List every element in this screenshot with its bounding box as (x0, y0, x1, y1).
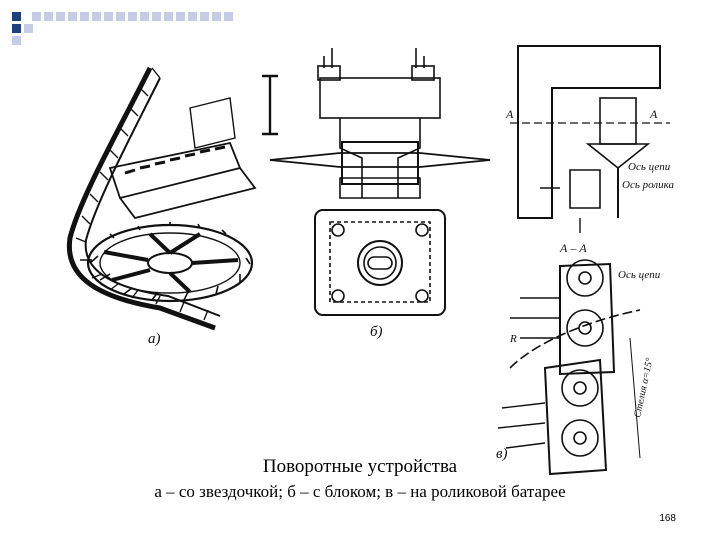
corner-square (152, 12, 161, 21)
slide-title: Поворотные устройства (262, 456, 458, 477)
arrow-label-right: А (649, 107, 658, 121)
page-number: 168 (659, 513, 676, 524)
label-b: б) (370, 324, 383, 340)
corner-square (188, 12, 197, 21)
corner-square (32, 12, 41, 21)
corner-square (224, 12, 233, 21)
radius-label: R (509, 333, 517, 345)
corner-square (128, 12, 137, 21)
drawing-a-sprocket (66, 66, 257, 331)
corner-square (212, 12, 221, 21)
corner-square (104, 12, 113, 21)
label-a: а) (148, 331, 161, 347)
axis-chain-label: Ось цепи (628, 161, 671, 173)
corner-square (12, 12, 21, 21)
section-label: А – А (559, 241, 587, 255)
drawing-b-block (262, 48, 491, 316)
label-v: в) (496, 446, 508, 462)
corner-square (80, 12, 89, 21)
chord-label: Cтелия α=15° (632, 357, 655, 419)
technical-drawing: а) б) в) А – А А А Ось цепи Ось ролика О… (66, 45, 674, 476)
slide-subtitle: а – со звездочкой; б – с блоком; в – на … (154, 482, 566, 501)
corner-square (116, 12, 125, 21)
axis-chain-label-2: Ось цепи (618, 269, 661, 281)
corner-square (92, 12, 101, 21)
corner-square (56, 12, 65, 21)
arrow-label-left: А (505, 107, 514, 121)
corner-square (164, 12, 173, 21)
axis-roller-label: Ось ролика (622, 179, 674, 191)
corner-square (200, 12, 209, 21)
decorative-corner-squares (0, 0, 240, 45)
corner-square (68, 12, 77, 21)
corner-square (44, 12, 53, 21)
corner-square (12, 24, 21, 33)
drawing-v-roller-battery (497, 45, 670, 476)
corner-square (12, 36, 21, 45)
corner-square (140, 12, 149, 21)
corner-square (24, 24, 33, 33)
corner-square (176, 12, 185, 21)
